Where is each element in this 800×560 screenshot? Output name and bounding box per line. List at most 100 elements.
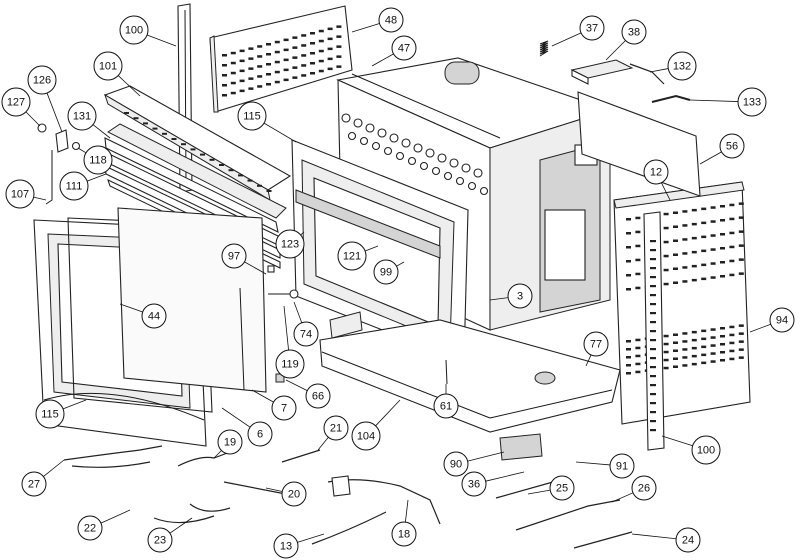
callout-c66: 66 — [305, 383, 331, 409]
vent-slot — [248, 47, 254, 50]
vent-slot — [720, 261, 725, 264]
vent-slot — [626, 372, 631, 375]
vent-slot — [738, 356, 744, 359]
vent-slot — [673, 281, 678, 284]
callout-c19: 19 — [217, 429, 243, 455]
vent-slot — [701, 361, 707, 365]
vent-slot — [257, 184, 262, 187]
vent-slot — [222, 94, 227, 97]
vent-hole — [353, 118, 363, 128]
callout-c6: 6 — [247, 421, 273, 447]
vent-slot — [650, 276, 656, 279]
callout-circle — [675, 527, 701, 553]
vent-slot — [673, 253, 678, 256]
vent-slot — [720, 247, 725, 250]
vent-slot — [635, 230, 641, 234]
leader-c74 — [293, 301, 303, 323]
vent-slot — [650, 429, 656, 432]
leader-c22 — [100, 509, 131, 524]
vent-slot — [283, 48, 289, 52]
vent-hole — [437, 153, 447, 163]
leader-c26 — [611, 492, 634, 503]
vent-hole — [479, 186, 489, 196]
leader-c107 — [33, 196, 47, 201]
callout-number: 38 — [628, 27, 640, 39]
vent-slot — [663, 268, 669, 272]
callout-circle — [35, 399, 65, 429]
callout-c24: 24 — [675, 527, 701, 553]
vent-slot — [710, 220, 716, 223]
vent-hole — [425, 148, 435, 158]
leader-c118 — [77, 147, 87, 154]
vent-slot — [626, 218, 631, 221]
vent-slot — [720, 343, 725, 346]
callout-circle — [221, 243, 247, 269]
callout-circle — [141, 303, 167, 329]
vent-slot — [257, 45, 263, 48]
callout-number: 56 — [726, 141, 738, 153]
vent-slot — [318, 69, 324, 73]
callout-leaders — [25, 23, 771, 543]
vent-hole — [359, 136, 369, 146]
callout-circle — [461, 471, 487, 497]
vent-slot — [701, 235, 707, 239]
leader-c27 — [43, 459, 65, 477]
callout-number: 131 — [73, 111, 91, 123]
vent-slot — [274, 80, 280, 84]
vent-slot — [720, 205, 725, 208]
vent-slot — [635, 258, 641, 262]
vent-slot — [650, 330, 656, 333]
vent-slot — [663, 358, 669, 362]
vent-slot — [301, 74, 307, 77]
leader-c20 — [265, 487, 283, 492]
vent-hole — [443, 171, 453, 181]
vent-slot — [257, 85, 263, 88]
leader-c126 — [46, 92, 63, 133]
vent-slot — [318, 29, 324, 33]
vent-slot — [310, 72, 315, 75]
vent-slot — [663, 334, 669, 338]
vent-slot — [701, 207, 707, 211]
vent-slot — [738, 272, 744, 275]
leader-c115a — [263, 122, 297, 143]
leader-c6 — [221, 407, 251, 428]
callout-number: 47 — [398, 43, 410, 55]
callout-number: 12 — [650, 167, 662, 179]
vent-slot — [336, 45, 342, 48]
vent-hole — [365, 123, 375, 133]
vent-slot — [729, 231, 735, 235]
callout-c77: 77 — [583, 331, 609, 357]
callout-c56: 56 — [719, 133, 745, 159]
callout-circle — [373, 259, 399, 285]
vent-slot — [691, 362, 697, 366]
vent-hole — [455, 176, 465, 186]
callout-circle — [769, 307, 795, 333]
callout-c25: 25 — [549, 475, 575, 501]
part-small-hardware — [267, 265, 448, 385]
leader-c91 — [575, 461, 611, 466]
callout-c123: 123 — [275, 229, 305, 259]
leader-c7 — [251, 389, 274, 403]
vent-slot — [650, 420, 656, 423]
part-top-deflector — [103, 85, 292, 202]
vent-slot — [310, 52, 315, 55]
leader-c66 — [285, 379, 308, 391]
vent-slot — [673, 349, 678, 352]
callout-c61: 61 — [433, 393, 459, 419]
leader-c77 — [585, 354, 592, 367]
callout-circle — [691, 435, 721, 465]
vent-slot — [257, 65, 263, 68]
vent-slot — [691, 330, 697, 334]
vent-slot — [266, 63, 271, 66]
callout-number: 119 — [281, 359, 299, 371]
vent-slot — [266, 83, 271, 86]
vent-slot — [691, 354, 697, 358]
vent-slot — [228, 169, 234, 172]
vent-slot — [650, 321, 656, 324]
vent-slot — [691, 278, 697, 282]
vent-slot — [710, 276, 716, 279]
vent-slot — [230, 81, 236, 85]
callout-c118: 118 — [83, 145, 113, 175]
vent-hole — [419, 161, 429, 171]
vent-hole — [395, 151, 405, 161]
